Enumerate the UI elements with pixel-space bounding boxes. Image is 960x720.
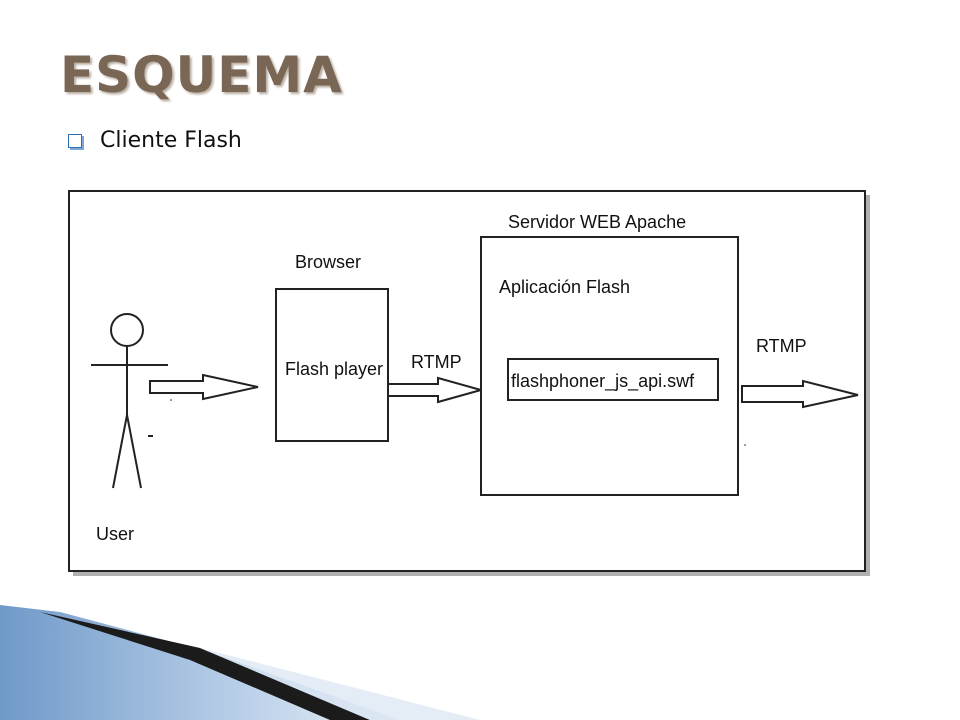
flash-player-label: Flash player bbox=[285, 359, 383, 379]
bullet-item: Cliente Flash bbox=[68, 128, 242, 153]
arrow-user-to-browser-icon bbox=[149, 373, 259, 401]
app-label: Aplicación Flash bbox=[499, 277, 630, 297]
architecture-diagram: User Browser Flash player RTMP Servidor … bbox=[68, 190, 870, 576]
bullet-text: Cliente Flash bbox=[100, 128, 242, 153]
stray-dot bbox=[170, 399, 172, 401]
browser-box bbox=[275, 288, 389, 442]
checkbox-bullet-icon bbox=[68, 133, 82, 148]
server-label: Servidor WEB Apache bbox=[508, 212, 686, 232]
rtmp-label-1: RTMP bbox=[411, 352, 462, 372]
swf-box bbox=[507, 358, 719, 401]
browser-label: Browser bbox=[295, 252, 361, 272]
stray-dot bbox=[744, 444, 746, 446]
swf-label: flashphoner_js_api.swf bbox=[511, 371, 695, 392]
user-label: User bbox=[96, 524, 134, 544]
rtmp-label-2: RTMP bbox=[756, 336, 807, 356]
arrow-browser-to-server-icon bbox=[387, 376, 485, 404]
arrow-server-out-icon bbox=[741, 379, 859, 409]
slide-title: ESQUEMA bbox=[60, 46, 343, 104]
user-icon bbox=[91, 313, 168, 489]
